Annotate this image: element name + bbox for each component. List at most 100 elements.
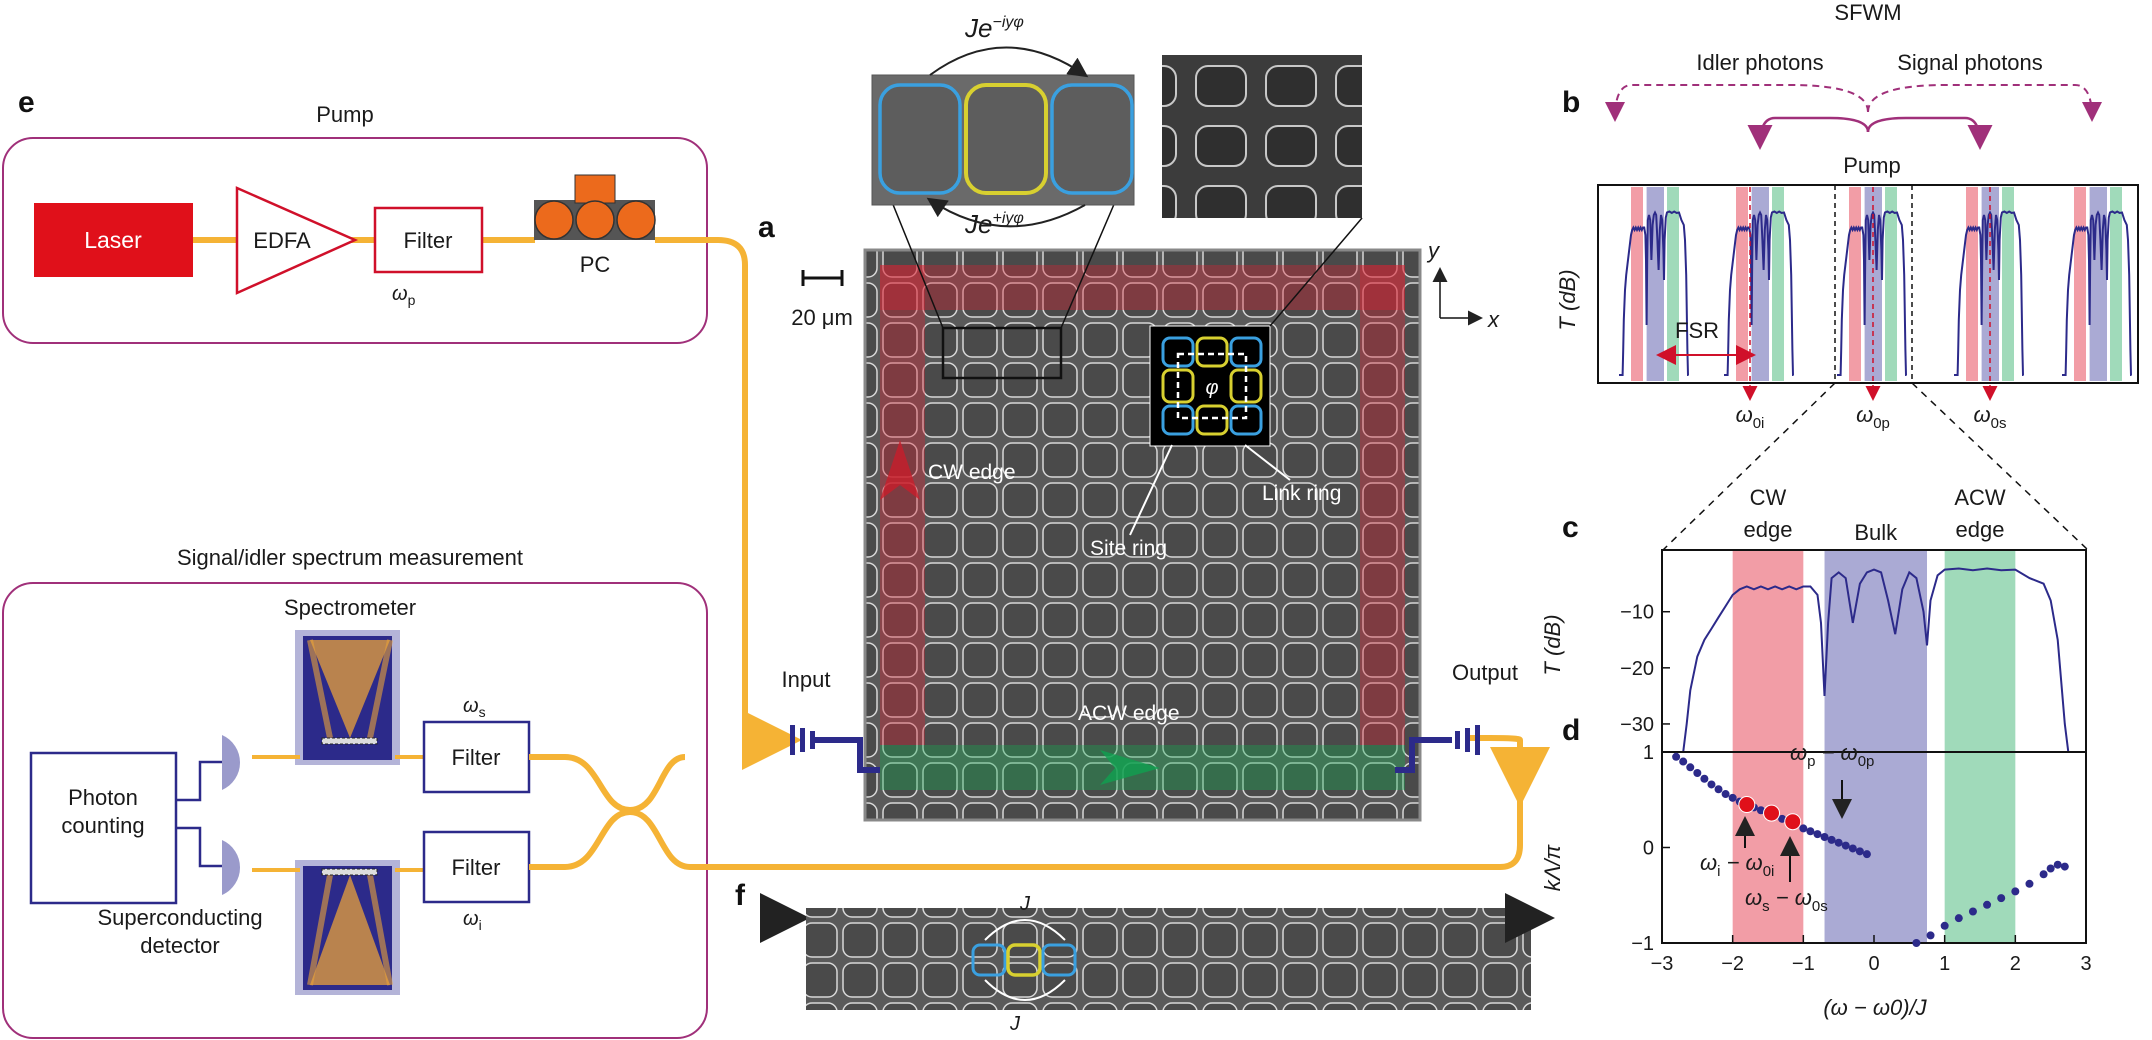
sfwm-band-2-0 [1849, 187, 1861, 381]
sfwm-band-4-0 [2074, 187, 2086, 381]
measurement-box [2, 582, 708, 1039]
edge2-point-10 [2046, 864, 2055, 873]
pc-label: PC [580, 252, 611, 277]
panel-label-d: d [1562, 714, 1580, 747]
f-j-bottom: J [1009, 1013, 1021, 1035]
sfwm-band-1-2 [1772, 187, 1784, 381]
sfwm-band-0-0 [1631, 187, 1643, 381]
edge-point-5 [1707, 780, 1716, 789]
omega-0s: ω0s [1974, 402, 2007, 432]
sfwm-resonance-0 [1619, 210, 1689, 376]
edge-point-18 [1799, 824, 1808, 833]
edge2-point-12 [2060, 862, 2069, 871]
highlight-point-1 [1763, 804, 1781, 822]
chart-c: −10−20−30 [1620, 549, 2087, 943]
phi-label: φ [1205, 377, 1218, 399]
laser-box [34, 203, 193, 277]
edge2-point-0 [1912, 939, 1921, 947]
idler-photons-label: Idler photons [1696, 50, 1823, 75]
d-ytick-label-1: 0 [1643, 838, 1654, 860]
edge2-point-3 [1954, 914, 1963, 923]
input-label: Input [782, 667, 831, 692]
panel-label-b: b [1562, 86, 1580, 119]
edge-point-22 [1827, 835, 1836, 844]
cw-edge-label: CW edge [928, 461, 1016, 484]
sfwm-resonance-4 [2062, 210, 2132, 376]
d-xtick-label-6: 3 [2080, 953, 2091, 975]
d-xtick-label-5: 2 [2010, 953, 2021, 975]
edge2-point-8 [2025, 879, 2034, 888]
chart-d-ylabel: kΛ/π [1540, 843, 1565, 891]
coupler-upper [529, 754, 686, 814]
edge-point-27 [1862, 850, 1871, 859]
edge2-point-7 [2011, 887, 2020, 896]
pump-title: Pump [316, 102, 373, 127]
edfa-label: EDFA [253, 228, 311, 253]
band-label-0-line2: edge [1744, 517, 1793, 542]
sfwm-band-3-2 [2002, 187, 2014, 381]
sfwm-resonance-2 [1837, 210, 1907, 376]
transmission-line [1662, 567, 2072, 753]
link-ring-label: Link ring [1262, 482, 1341, 505]
highlight-point-2 [1784, 813, 1802, 831]
laser-label: Laser [84, 227, 142, 253]
edge-point-21 [1820, 832, 1829, 841]
device-image [865, 250, 1420, 820]
edfa-amplifier [235, 186, 359, 295]
cw-edge-arrow [880, 440, 920, 500]
sfwm-spectra [1619, 187, 2132, 401]
panel-label-a: a [758, 211, 775, 244]
d-xtick-label-4: 1 [1939, 953, 1950, 975]
edge-point-20 [1813, 830, 1822, 839]
fsr-label: FSR [1675, 318, 1719, 343]
photon-counting-label-1: Photon [68, 785, 138, 810]
sfwm-band-1-0 [1736, 187, 1748, 381]
edge-point-4 [1700, 774, 1709, 783]
chart-c-ylabel: T (dB) [1540, 614, 1565, 675]
acw-edge-label: ACW edge [1078, 702, 1180, 725]
edge2-point-2 [1940, 921, 1949, 930]
omega-0p: ω0p [1856, 402, 1890, 432]
edge-point-2 [1686, 763, 1695, 772]
edge-point-19 [1806, 827, 1815, 836]
filter-idler-label: Filter [452, 855, 501, 880]
output-grating[interactable] [1395, 725, 1480, 773]
band-label-2-line2: edge [1956, 517, 2005, 542]
sfwm-band-4-2 [2110, 187, 2122, 381]
sfwm-resonance-1 [1724, 210, 1794, 376]
chart-d-xlabel: (ω − ω0)/J [1823, 995, 1927, 1020]
f-j-top: J [1019, 893, 1031, 915]
spectrometer-label: Spectrometer [284, 595, 416, 620]
c-ytick-label-1: −20 [1620, 658, 1654, 680]
edge2-point-4 [1968, 907, 1977, 916]
omega-0i: ω0i [1736, 402, 1765, 432]
sfwm-resonance-3 [1954, 210, 2024, 376]
filter-idler [422, 830, 531, 904]
band-0 [1732, 550, 1804, 943]
edge-point-8 [1728, 793, 1737, 802]
signal-photons-label: Signal photons [1897, 50, 2043, 75]
sfwm-band-3-0 [1966, 187, 1978, 381]
edge-point-24 [1841, 841, 1850, 850]
measurement-title: Signal/idler spectrum measurement [177, 545, 523, 570]
label-omega-p: ωp − ω0p [1790, 740, 1874, 770]
sem-inset [1162, 55, 1362, 218]
label-omega-i: ωi − ω0i [1700, 850, 1774, 880]
d-xtick-label-1: −2 [1721, 953, 1744, 975]
band-2 [1944, 550, 2016, 943]
omega-p: ωp [392, 283, 416, 308]
omega-i: ωi [463, 908, 482, 933]
label-omega-s: ωs − ω0s [1745, 885, 1828, 915]
pump-filter [373, 206, 484, 274]
edge-point-15 [1778, 814, 1787, 823]
d-ytick-label-0: −1 [1631, 933, 1654, 955]
input-grating[interactable] [790, 725, 880, 773]
d-xtick-label-3: 0 [1868, 953, 1879, 975]
highlight-point-0 [1738, 796, 1756, 814]
edge-point-6 [1714, 785, 1723, 794]
edge2-point-6 [1997, 894, 2006, 903]
panel-label-c: c [1562, 511, 1579, 544]
spectrometer-bottom [295, 860, 400, 995]
